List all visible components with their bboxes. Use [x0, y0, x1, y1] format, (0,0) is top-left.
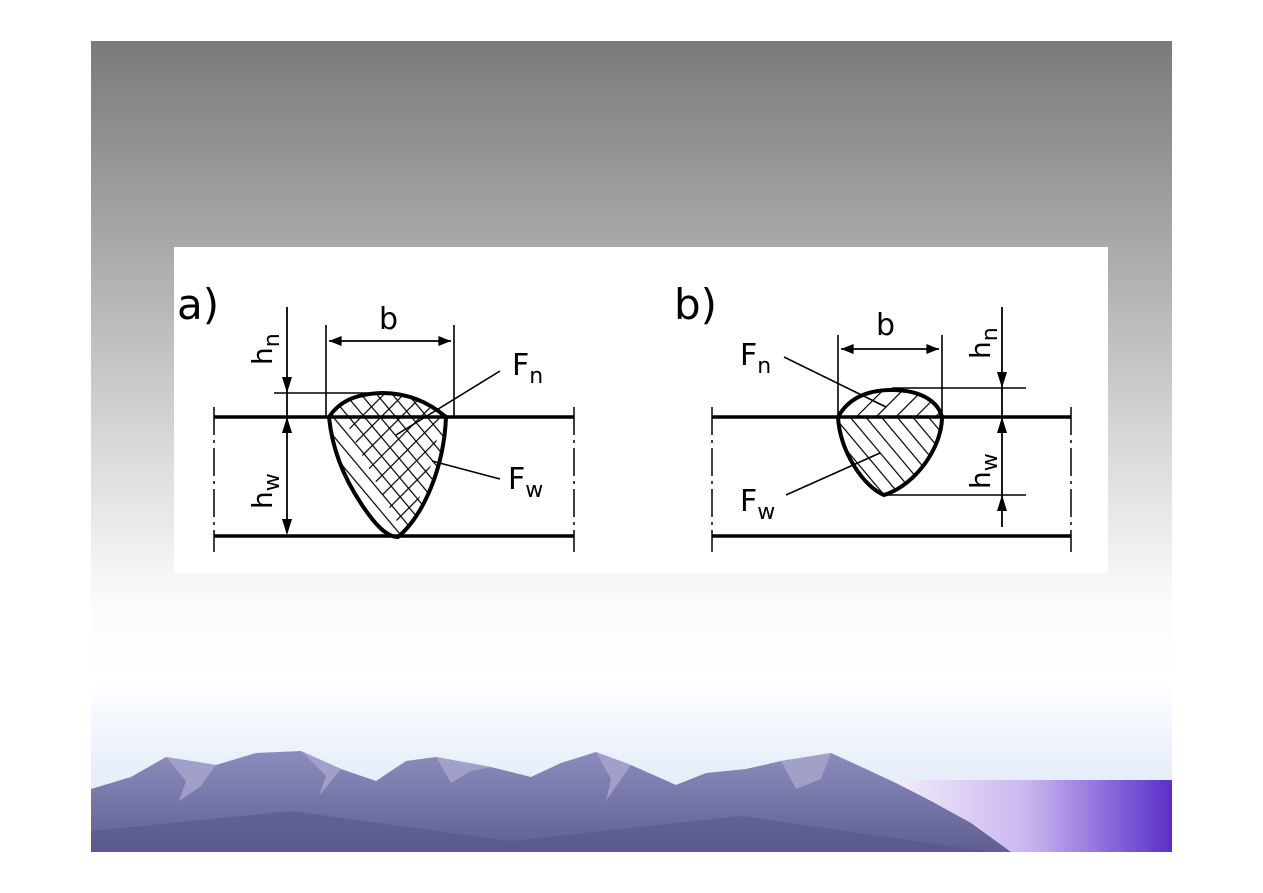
panel-b-hn-label: hn [964, 327, 1003, 359]
panel-b-fn-leader [783, 356, 887, 408]
panel-a: a) b [177, 280, 575, 552]
panel-b-hw-label: hw [964, 453, 1003, 489]
panel-a-fw-leader [431, 460, 501, 480]
panel-a-hw-arrow-bottom [282, 519, 292, 535]
mountain-scenery [91, 751, 1172, 852]
panel-a-hn-label: hn [246, 333, 285, 365]
panel-b-width-label: b [876, 308, 895, 343]
panel-a-width-label: b [379, 302, 398, 337]
panel-b-fw-label: Fw [740, 484, 775, 525]
panel-b: b) b [674, 280, 1072, 552]
slide: a) b [91, 41, 1172, 852]
panel-a-hn-arrow [282, 377, 292, 393]
panel-b-fused-area [838, 417, 942, 495]
panel-a-hw-label: hw [246, 473, 285, 509]
panel-a-fn-label: Fn [512, 348, 543, 389]
weld-cross-section-figure: a) b [174, 247, 1108, 573]
panel-b-hn-arrow [997, 372, 1007, 388]
panel-a-hw-arrow-top [282, 417, 292, 433]
panel-a-label: a) [177, 280, 219, 329]
panel-b-weld-outline [835, 387, 945, 498]
panel-b-fn-label: Fn [740, 338, 771, 379]
mountain-shadows [91, 811, 991, 852]
panel-b-label: b) [674, 280, 717, 329]
panel-a-fn-leader [395, 370, 501, 436]
panel-b-hw-arrow-bottom [997, 495, 1007, 511]
panel-a-reinforcement-area [344, 394, 440, 531]
panel-b-fw-leader [785, 452, 881, 496]
panel-b-hn-arrow-bottom [997, 417, 1007, 433]
water-reflection [851, 780, 1172, 852]
panel-a-fw-label: Fw [508, 462, 543, 503]
panel-b-reinforcement-area [838, 390, 942, 417]
